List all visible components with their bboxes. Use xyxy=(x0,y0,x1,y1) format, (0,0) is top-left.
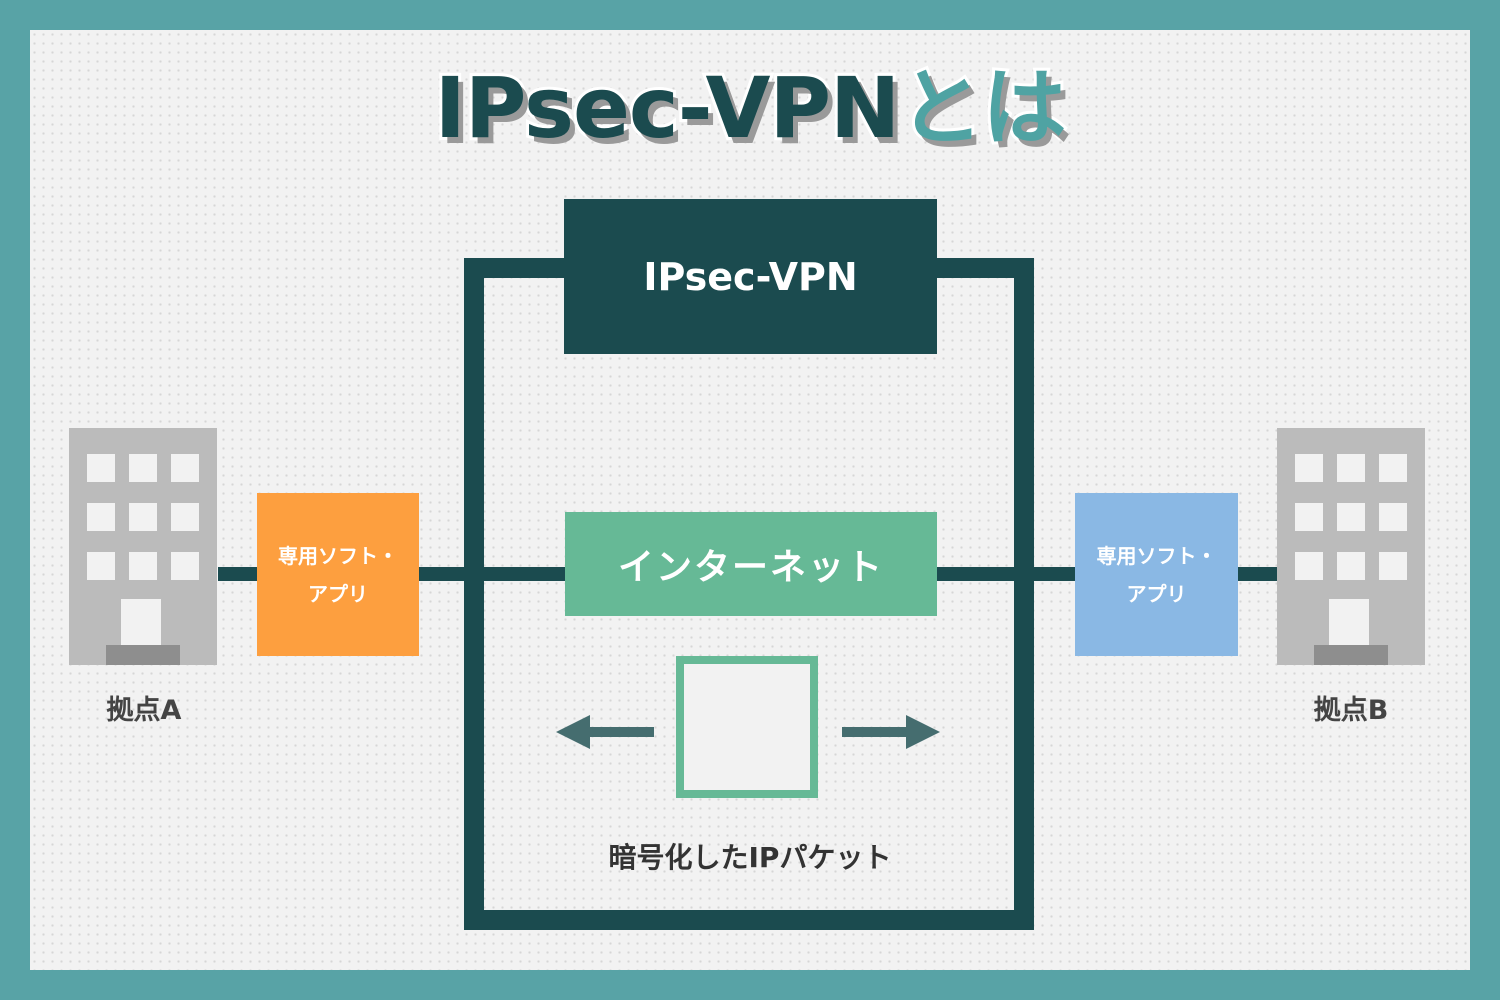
internet-box: インターネット xyxy=(565,512,937,616)
software-a-line1: 専用ソフト・ xyxy=(278,543,398,568)
page-title: IPsec-VPNとは xyxy=(0,56,1500,160)
packet-label: 暗号化したIPパケット xyxy=(608,841,892,874)
software-a-line2: アプリ xyxy=(308,581,368,606)
internet-label: インターネット xyxy=(617,547,884,588)
packet-icon xyxy=(676,656,818,798)
software-box-b: 専用ソフト・アプリ xyxy=(1075,493,1238,656)
building-icon xyxy=(1277,428,1425,665)
software-b-line2: アプリ xyxy=(1126,581,1187,606)
connector-building-a-software xyxy=(218,567,258,581)
software-box-a: 専用ソフト・アプリ xyxy=(257,493,419,656)
software-b-line1: 専用ソフト・ xyxy=(1096,543,1217,568)
connector-software-b-building xyxy=(1238,567,1278,581)
connector-internet-software-b xyxy=(937,567,1075,581)
connector-software-a-internet xyxy=(419,567,565,581)
arrow-right-icon xyxy=(842,715,940,749)
vpn-label: IPsec-VPN xyxy=(643,254,858,299)
vpn-label-box: IPsec-VPN xyxy=(564,199,937,354)
site-b-label: 拠点B xyxy=(1313,695,1389,726)
site-a-label: 拠点A xyxy=(106,695,182,726)
arrow-left-icon xyxy=(556,715,654,749)
building-icon xyxy=(69,428,217,665)
title-main: IPsec-VPN xyxy=(432,56,904,160)
title-sub: とは xyxy=(896,56,1069,160)
